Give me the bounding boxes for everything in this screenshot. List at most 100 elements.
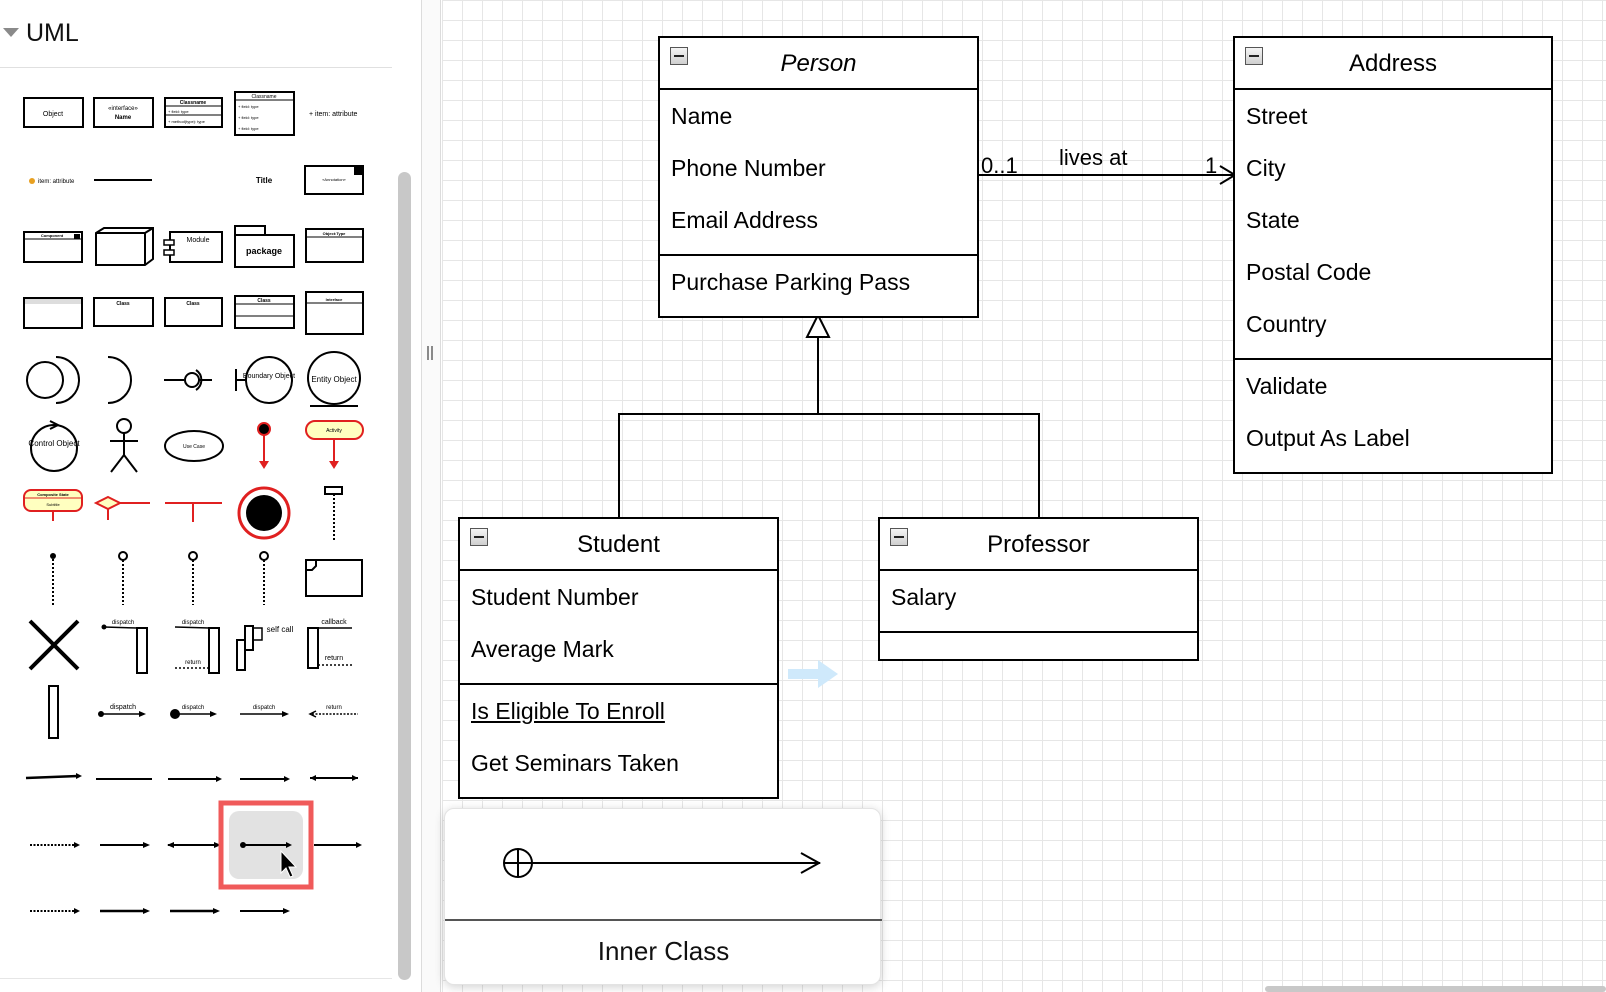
shape-edge-3[interactable] xyxy=(168,776,222,782)
class-person-header[interactable]: Person xyxy=(660,38,977,90)
shape-interface[interactable]: «interface» Name xyxy=(93,97,154,128)
shape-component-attrs[interactable]: Component xyxy=(23,231,83,263)
attribute-student-number[interactable]: Student Number xyxy=(471,584,639,610)
class-professor[interactable]: Professor Salary xyxy=(878,517,1199,661)
shape-lollipop[interactable] xyxy=(164,369,212,391)
splitter-grip-icon[interactable] xyxy=(427,346,435,362)
shape-class-1[interactable]: Classname + field: type + method(type): … xyxy=(164,97,223,128)
shape-composite-state-sub: Subtitle xyxy=(46,502,60,507)
operation-purchase-parking-pass[interactable]: Purchase Parking Pass xyxy=(671,269,911,295)
shape-edge-dashed[interactable] xyxy=(30,842,80,848)
shape-edge-4[interactable] xyxy=(240,776,290,782)
shape-module[interactable]: Module xyxy=(163,231,223,263)
shape-inner-class-edge[interactable] xyxy=(218,800,314,890)
shape-dispatch-activation[interactable]: dispatch xyxy=(101,620,148,674)
shape-class-3[interactable]: Class xyxy=(93,297,154,327)
shape-edge-6[interactable] xyxy=(100,842,150,848)
attribute-postal-code[interactable]: Postal Code xyxy=(1246,259,1372,285)
sidebar-scrollbar[interactable] xyxy=(398,172,411,980)
shape-edge-1[interactable] xyxy=(25,773,82,780)
panel-splitter[interactable] xyxy=(421,0,441,992)
attribute-phone-number[interactable]: Phone Number xyxy=(671,155,826,181)
shape-package[interactable]: package xyxy=(234,225,295,268)
shape-destruction[interactable] xyxy=(28,619,80,671)
shape-self-call[interactable]: self call xyxy=(236,625,294,671)
class-person[interactable]: Person Name Phone Number Email Address P… xyxy=(658,36,979,318)
attribute-city[interactable]: City xyxy=(1246,155,1286,181)
shape-class-4[interactable]: Class xyxy=(164,297,223,327)
shape-table[interactable] xyxy=(23,297,83,329)
attribute-email-address[interactable]: Email Address xyxy=(671,207,819,233)
shape-composite-state[interactable]: Composite State Subtitle xyxy=(23,489,83,521)
shape-entity-object[interactable]: Entity Object xyxy=(307,351,361,407)
collapse-icon[interactable] xyxy=(890,528,908,546)
shape-object-type[interactable]: Object:Type xyxy=(305,228,364,263)
shape-initial-state[interactable] xyxy=(257,422,271,469)
shape-edge-10[interactable] xyxy=(240,908,290,914)
shape-edge-bidirectional[interactable] xyxy=(167,842,221,848)
shape-title[interactable]: Title xyxy=(256,176,273,185)
attribute-salary[interactable]: Salary xyxy=(891,584,957,610)
shape-activity[interactable]: Activity xyxy=(305,420,364,469)
shape-lifeline-dot[interactable] xyxy=(50,553,56,605)
shape-final-state[interactable] xyxy=(237,486,291,540)
shape-lifeline-circle-1[interactable] xyxy=(118,551,128,605)
shape-control-object[interactable]: Control Object xyxy=(28,420,80,472)
shape-lifeline[interactable] xyxy=(324,486,343,540)
shape-object[interactable]: Object xyxy=(23,97,84,128)
shape-use-case[interactable]: Use Case xyxy=(164,430,224,462)
shape-annotation[interactable]: «Annotation» xyxy=(304,165,364,195)
attribute-state[interactable]: State xyxy=(1246,207,1300,233)
class-student[interactable]: Student Student Number Average Mark Is E… xyxy=(458,517,779,799)
collapse-triangle-icon[interactable] xyxy=(3,28,19,37)
shape-required-interface[interactable] xyxy=(107,356,132,404)
shape-return-message[interactable]: return xyxy=(308,705,358,718)
shape-class-2[interactable]: Classname + field: type + field: type + … xyxy=(234,91,295,136)
shape-attribute[interactable]: + item: attribute xyxy=(309,111,358,118)
shape-callback[interactable]: callback return xyxy=(307,619,352,669)
shape-boundary-object[interactable]: Boundary Object xyxy=(235,356,295,404)
shape-frame[interactable] xyxy=(305,559,363,597)
shape-fork[interactable] xyxy=(165,502,222,522)
class-student-header[interactable]: Student xyxy=(460,519,777,571)
collapse-icon[interactable] xyxy=(470,528,488,546)
shape-edge-dashed-2[interactable] xyxy=(30,908,80,914)
shape-actor[interactable] xyxy=(110,418,138,473)
operation-get-seminars-taken[interactable]: Get Seminars Taken xyxy=(471,750,679,776)
shape-dispatch-label-4: dispatch xyxy=(182,705,204,711)
shape-component-attrs-label: Component xyxy=(41,233,64,238)
uml-palette-header[interactable]: UML xyxy=(0,0,392,68)
attribute-average-mark[interactable]: Average Mark xyxy=(471,636,614,662)
shape-edge-8[interactable] xyxy=(100,908,150,914)
operation-output-as-label[interactable]: Output As Label xyxy=(1246,425,1410,451)
class-address[interactable]: Address Street City State Postal Code Co… xyxy=(1233,36,1553,474)
class-address-name: Address xyxy=(1348,50,1438,77)
attribute-street[interactable]: Street xyxy=(1246,103,1308,129)
shape-lifeline-circle-3[interactable] xyxy=(259,551,269,605)
collapse-icon[interactable] xyxy=(670,47,688,65)
shape-provided-required-interface[interactable] xyxy=(26,356,80,404)
shape-message[interactable]: dispatch xyxy=(240,705,289,717)
class-address-header[interactable]: Address xyxy=(1235,38,1551,90)
shape-edge-9[interactable] xyxy=(170,908,220,914)
shape-class-2-name: Classname xyxy=(251,94,276,100)
shape-class-5[interactable]: Class xyxy=(234,295,295,329)
canvas-horizontal-scrollbar[interactable] xyxy=(1265,986,1606,992)
shape-dispatch-return[interactable]: dispatch return xyxy=(174,620,220,674)
shape-attribute-icon[interactable]: item: attribute xyxy=(29,178,75,185)
shape-lifeline-circle-2[interactable] xyxy=(188,551,198,605)
collapse-icon[interactable] xyxy=(1245,47,1263,65)
shape-message-found[interactable]: dispatch xyxy=(98,704,146,717)
shape-edge-7[interactable] xyxy=(314,842,362,848)
shape-node[interactable] xyxy=(95,227,154,266)
shape-activation-bar[interactable] xyxy=(48,685,59,739)
attribute-name[interactable]: Name xyxy=(671,103,733,129)
shape-edge-5[interactable] xyxy=(310,775,358,781)
operation-is-eligible-to-enroll[interactable]: Is Eligible To Enroll xyxy=(471,698,665,724)
shape-interface-2[interactable]: Interface xyxy=(305,291,364,335)
shape-decision[interactable] xyxy=(93,495,150,520)
shape-message-found-large[interactable]: dispatch xyxy=(170,705,217,719)
operation-validate[interactable]: Validate xyxy=(1246,373,1328,399)
attribute-country[interactable]: Country xyxy=(1246,311,1327,337)
class-professor-header[interactable]: Professor xyxy=(880,519,1197,571)
